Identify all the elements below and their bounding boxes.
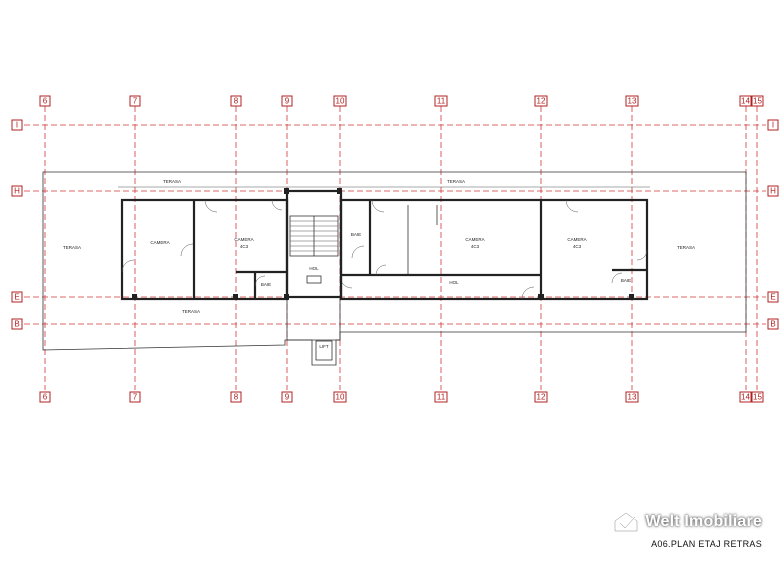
sheet-title: A06.PLAN ETAJ RETRAS <box>651 539 762 549</box>
grid-label-left-E: E <box>14 293 19 302</box>
room-label-camera-1: CAMERA <box>150 240 169 245</box>
grid-label-bottom-10: 10 <box>336 393 345 402</box>
grid-label-right-E: E <box>770 293 775 302</box>
grid-label-bottom-8: 8 <box>234 393 239 402</box>
grid-label-right-B: B <box>770 320 775 329</box>
room-label-camera-3-code: 4C3 <box>471 244 480 249</box>
grid-label-top-14: 14 <box>741 97 750 106</box>
grid-label-bottom-12: 12 <box>537 393 546 402</box>
room-label-terasa-top-left: TERASA <box>163 179 181 184</box>
grid-bubbles-left[interactable]: I H E B <box>11 119 23 330</box>
horizontal-grid-lines <box>24 124 766 325</box>
terrace-outline <box>42 171 747 351</box>
grid-label-bottom-6: 6 <box>43 393 48 402</box>
grid-label-bottom-14: 14 <box>741 393 750 402</box>
grid-label-top-10: 10 <box>336 97 345 106</box>
room-label-camera-2-code: 4C3 <box>240 244 249 249</box>
room-label-baie-2: BAIE <box>351 232 361 237</box>
checkmark-house-icon <box>614 511 639 533</box>
grid-label-top-11: 11 <box>437 97 446 106</box>
grid-label-left-I: I <box>16 121 18 130</box>
grid-label-left-B: B <box>14 320 19 329</box>
grid-label-left-H: H <box>14 187 20 196</box>
grid-label-bottom-11: 11 <box>437 393 446 402</box>
room-label-hol-1: HOL <box>309 266 319 271</box>
stair-core <box>285 189 353 366</box>
grid-label-right-I: I <box>772 121 774 130</box>
grid-label-top-9: 9 <box>285 97 290 106</box>
grid-label-top-8: 8 <box>234 97 239 106</box>
room-label-terasa-left: TERASA <box>63 245 81 250</box>
room-labels: TERASA TERASA TERASA TERASA TERASA CAMER… <box>63 179 695 349</box>
room-label-lift: LIFT <box>319 344 329 349</box>
vertical-grid-lines <box>44 106 758 390</box>
grid-bubbles-bottom[interactable]: 6 7 8 9 10 11 12 13 14 15 <box>39 391 764 403</box>
room-label-baie-3: BAIE <box>621 278 631 283</box>
grid-label-bottom-15: 15 <box>753 393 762 402</box>
room-label-camera-4-code: 4C3 <box>573 244 582 249</box>
room-label-hol-2: HOL <box>449 280 459 285</box>
room-label-camera-2: CAMERA <box>234 237 253 242</box>
room-label-terasa-top-right: TERASA <box>447 179 465 184</box>
structural-columns <box>132 188 634 300</box>
grid-label-top-13: 13 <box>628 97 637 106</box>
grid-bubbles-right[interactable]: I H E B <box>767 119 779 330</box>
watermark: Welt Imobiliare <box>613 511 762 533</box>
room-label-terasa-right: TERASA <box>677 245 695 250</box>
grid-label-top-12: 12 <box>537 97 546 106</box>
grid-label-right-H: H <box>770 187 776 196</box>
grid-bubbles-top[interactable]: 6 7 8 9 10 11 12 13 14 15 <box>39 95 764 107</box>
room-label-terasa-bottom: TERASA <box>182 309 200 314</box>
room-label-baie-1: BAIE <box>261 282 271 287</box>
grid-label-top-7: 7 <box>133 97 138 106</box>
grid-label-bottom-9: 9 <box>285 393 290 402</box>
right-apartments <box>339 198 649 301</box>
room-label-camera-4: CAMERA <box>567 237 586 242</box>
grid-label-top-6: 6 <box>43 97 48 106</box>
grid-label-top-15: 15 <box>753 97 762 106</box>
grid-label-bottom-13: 13 <box>628 393 637 402</box>
room-label-camera-3: CAMERA <box>465 237 484 242</box>
grid-label-bottom-7: 7 <box>133 393 138 402</box>
watermark-brand: Welt Imobiliare <box>645 513 762 530</box>
